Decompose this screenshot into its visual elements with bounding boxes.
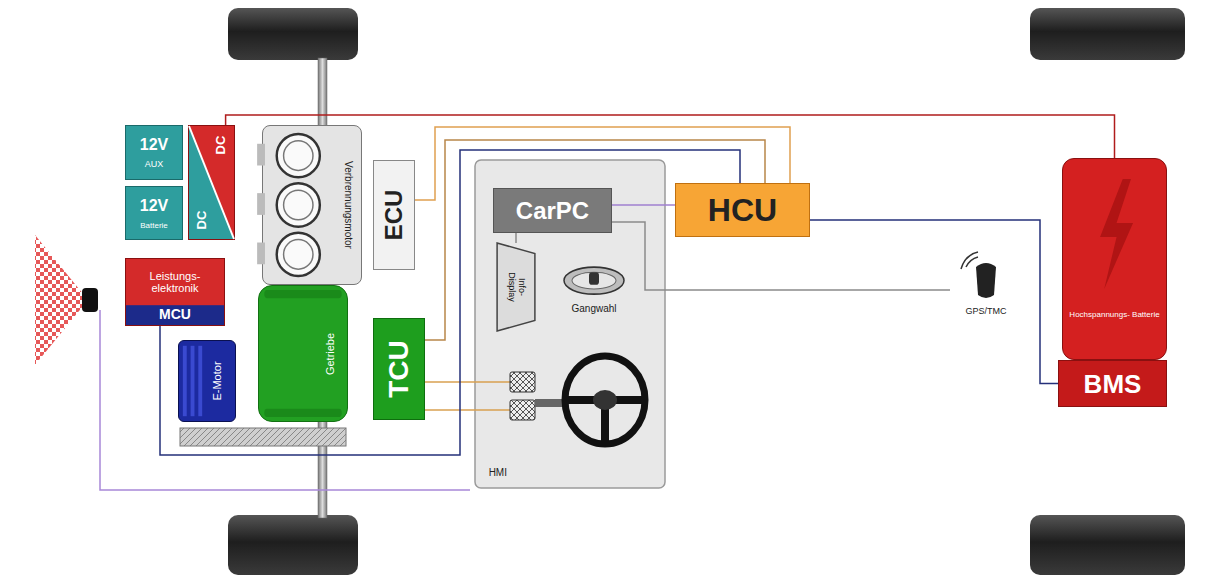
electric-motor-shape — [183, 346, 187, 416]
label-text: CarPC — [516, 198, 589, 224]
gps-antenna-shape — [976, 263, 996, 298]
hmi-panel-shape — [510, 400, 535, 420]
label-text: MCU — [159, 308, 191, 323]
gear-selector-shape — [572, 272, 616, 289]
radar-sensor — [35, 235, 98, 365]
radar-sensor — [82, 288, 98, 312]
label-text: Info- Display — [506, 265, 525, 309]
electric-motor: E-Motor — [178, 340, 236, 422]
dc-dc-converter: DC DC — [188, 125, 235, 240]
hmi-panel-shape — [510, 372, 535, 392]
dc-dc-converter-shape — [189, 126, 234, 239]
wheel — [1030, 8, 1185, 60]
label-text: 12V — [140, 197, 168, 214]
gps-antenna: GPS/TMC — [950, 255, 1022, 321]
label-text: AUX — [145, 160, 164, 170]
bus-lines — [160, 115, 1115, 455]
power-electronics: Leistungs- elektronikMCU — [125, 258, 225, 326]
label-text: Gangwahl — [571, 304, 616, 315]
label-text: Hochspannungs- Batterie — [1067, 311, 1162, 320]
gear-stage — [180, 428, 346, 446]
combustion-engine-shape — [257, 144, 265, 166]
label-text: Leistungs- elektronik — [129, 271, 221, 295]
label-text: DC — [195, 210, 209, 229]
combustion-engine-shape — [284, 190, 313, 220]
bus-line — [612, 204, 675, 206]
power-electronics-shape — [126, 305, 224, 325]
electric-motor-shape — [198, 346, 202, 416]
gear-selector: Gangwahl — [558, 264, 630, 318]
bus-line — [160, 150, 740, 455]
dc-dc-converter-shape — [189, 126, 234, 239]
pedal-wire — [425, 381, 510, 383]
high-voltage-battery: Hochspannungs- Batterie — [1062, 158, 1167, 360]
label-text: Batterie — [140, 222, 168, 231]
battery-management: BMS — [1058, 360, 1167, 407]
bus-line — [810, 220, 1058, 384]
hmi-panel — [475, 160, 665, 488]
label-text: ECU — [381, 190, 407, 241]
label-text: 12V — [140, 136, 168, 153]
radar-beam — [35, 235, 88, 365]
label-text: DC — [214, 136, 228, 155]
combustion-engine-shape — [277, 233, 320, 276]
gearbox-shape — [264, 409, 341, 417]
info-display: Info- Display — [495, 243, 537, 331]
gearbox-shape — [264, 290, 341, 298]
gps-antenna-shape — [966, 257, 978, 267]
label-text: HCU — [708, 193, 777, 228]
combustion-engine-shape — [277, 134, 320, 177]
control-unit: TCU — [373, 318, 425, 420]
label-text: BMS — [1084, 369, 1142, 397]
info-display-shape — [497, 243, 535, 331]
electric-motor-shape — [179, 341, 235, 421]
label-text: Verbrennungsmotor — [343, 161, 354, 249]
gear-selector-shape — [589, 272, 599, 284]
car-pc: CarPC — [493, 188, 612, 233]
combustion-engine-shape — [284, 141, 313, 171]
wheel — [228, 8, 358, 60]
hybrid-control-unit: HCU — [675, 183, 810, 237]
hmi-panel-fill — [475, 160, 665, 488]
combustion-engine-shape — [284, 240, 313, 270]
combustion-engine-shape — [277, 183, 320, 226]
label-text: Getriebe — [325, 332, 337, 374]
bus-line — [425, 140, 765, 340]
gearbox: Getriebe — [258, 285, 348, 422]
label-text: HMI — [489, 468, 507, 479]
wheel — [228, 515, 358, 575]
high-voltage-battery-shape — [1100, 179, 1133, 289]
hmi-panel-shape — [593, 390, 617, 410]
gps-antenna-shape — [961, 252, 978, 269]
battery-12v: 12V Batterie — [125, 186, 183, 240]
combustion-engine-shape — [257, 243, 265, 265]
wheel — [1030, 515, 1185, 575]
pedal-wire — [425, 409, 510, 411]
hmi-panel: CarPC Info- DisplayGangwahlHMI — [475, 160, 665, 488]
electric-motor-shape — [191, 346, 195, 416]
combustion-engine: Verbrennungsmotor — [262, 125, 362, 285]
control-unit: ECU — [373, 160, 415, 270]
label-text: E-Motor — [212, 361, 224, 400]
bus-line — [515, 233, 517, 243]
hmi-panel-shape — [565, 356, 645, 444]
combustion-engine-shape — [257, 193, 265, 215]
pedal-wires — [425, 382, 510, 410]
gear-selector-shape — [564, 267, 624, 294]
aux-battery: 12V AUX — [125, 125, 183, 180]
label-text: TCU — [384, 340, 414, 398]
high-voltage-battery-shape — [1063, 159, 1166, 359]
label-text: GPS/TMC — [965, 307, 1006, 317]
